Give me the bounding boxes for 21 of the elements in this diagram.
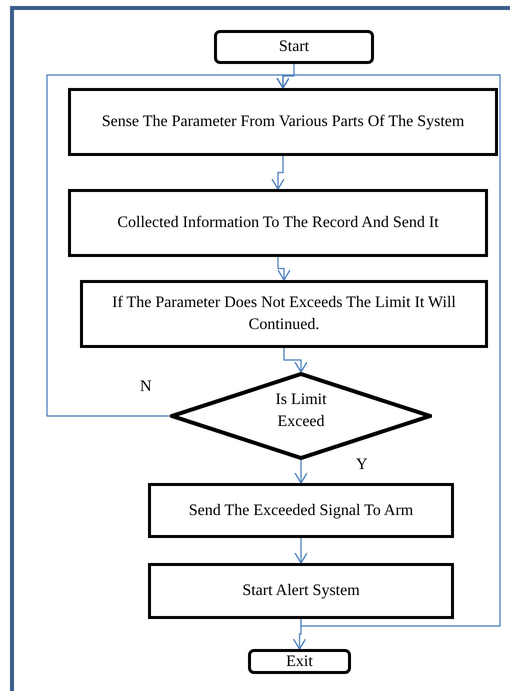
box-text: Sense The Parameter From Various Parts Of The System (100, 112, 466, 132)
arrow (276, 74, 501, 627)
arrow (277, 257, 291, 281)
process-box (148, 563, 454, 619)
process-box (80, 280, 488, 348)
terminal-box (214, 30, 374, 64)
decision-text: Is Limit Exceed (274, 390, 328, 432)
box-text: Send The Exceeded Signal To Arm (188, 500, 414, 520)
process-box (68, 189, 488, 257)
arrow (283, 348, 308, 373)
arrow (294, 538, 308, 564)
arrow (294, 460, 308, 484)
process-box (148, 483, 454, 538)
box-text: Start (278, 37, 310, 57)
arrow (271, 156, 285, 190)
box-text: Start Alert System (241, 581, 361, 601)
process-box (68, 88, 498, 156)
box-text: Collected Information To The Record And Send It (116, 213, 440, 233)
box-text: Exit (285, 652, 314, 672)
terminal-box (248, 649, 351, 674)
box-text: If The Parameter Does Not Exceeds The Limit It Will Continued. (111, 293, 457, 335)
